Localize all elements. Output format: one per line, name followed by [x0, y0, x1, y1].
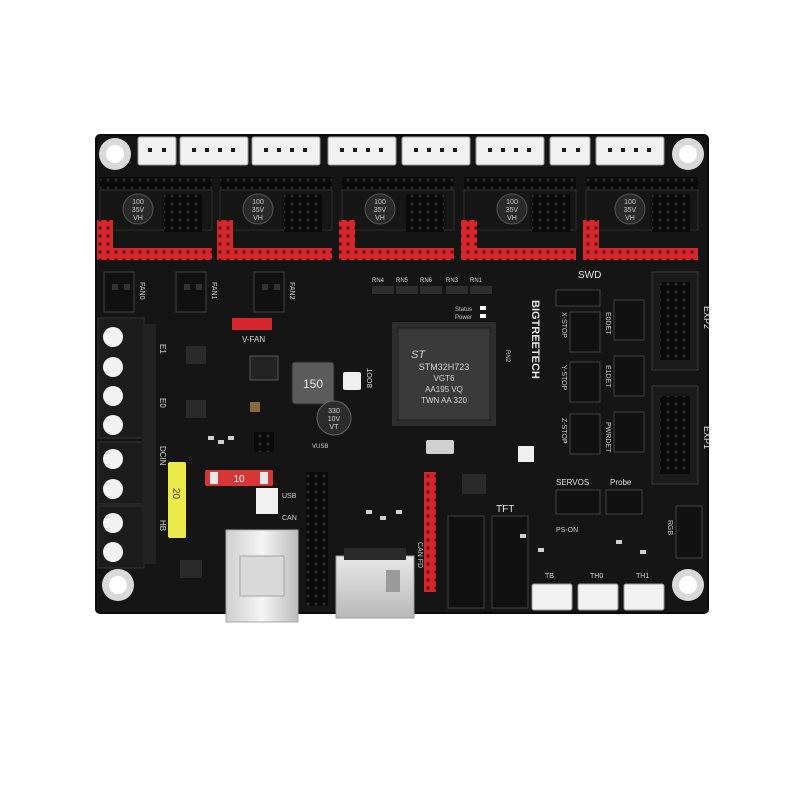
can-label: CAN: [282, 515, 297, 522]
aux-header: [306, 472, 328, 606]
e0-label: E0: [158, 398, 167, 408]
y-stop-label: Y-STOP: [560, 365, 567, 391]
mcu-chip: [392, 322, 496, 426]
fuse-small: [205, 470, 273, 486]
th1-label: TH1: [636, 573, 649, 580]
inductor: [291, 361, 335, 405]
dcin-label: DCIN: [158, 446, 167, 466]
svg-text:35V: 35V: [132, 207, 145, 214]
ps-on-label: PS-ON: [556, 527, 578, 534]
exp-headers: [651, 271, 699, 485]
resistor-networks: [372, 286, 492, 294]
svg-text:VH: VH: [375, 215, 385, 222]
power-label: Power: [455, 315, 472, 321]
driver-socket-5: 100 35V VH: [583, 177, 699, 260]
boot-button: [343, 372, 361, 390]
driver-socket-4: 100 35V VH: [461, 177, 577, 260]
smd-components: [180, 346, 646, 578]
rn6-label: RN6: [420, 278, 433, 284]
rn5-label: RN5: [396, 278, 409, 284]
th0-label: TH0: [590, 573, 603, 580]
tb-label: TB: [545, 573, 554, 580]
rgb-connector: [675, 505, 703, 559]
fuse-main: [168, 462, 186, 538]
rn4-label: RN4: [372, 278, 385, 284]
stepper-driver-sockets: 100 35V VH 100 35V VH 100 35V VH: [97, 177, 699, 260]
status-label: Status: [455, 307, 472, 313]
e1det-label: E1DET: [604, 365, 611, 388]
rj45-jack: [225, 529, 299, 623]
tft-headers: [447, 515, 529, 609]
driver-socket-1: 100 35V VH: [97, 177, 213, 260]
svg-text:35V: 35V: [252, 207, 265, 214]
svg-text:35V: 35V: [506, 207, 519, 214]
sd-card-slot: [335, 548, 415, 619]
brand-label: BIGTREETECH: [529, 300, 541, 379]
st-logo: ST: [411, 349, 426, 361]
cap-label-1: 330: [328, 408, 340, 415]
svg-text:VH: VH: [253, 215, 263, 222]
fuse-small-label: 10: [233, 474, 245, 485]
svg-text:35V: 35V: [374, 207, 387, 214]
fan0-label: FAN0: [138, 282, 145, 300]
probe-label: Probe: [610, 478, 632, 487]
svg-text:VH: VH: [625, 215, 635, 222]
swd-label: SWD: [578, 270, 601, 281]
svg-text:100: 100: [624, 199, 636, 206]
e1-label: E1: [158, 344, 167, 354]
screw-terminals: [97, 317, 156, 569]
rn3-label: RN3: [446, 278, 459, 284]
fan-headers: [103, 271, 285, 313]
svg-text:100: 100: [132, 199, 144, 206]
motor-connectors-top: [137, 136, 665, 166]
exp1-label: EXP1: [702, 426, 712, 449]
x-stop-label: X-STOP: [560, 312, 567, 338]
usb-label: USB: [282, 493, 297, 500]
e0det-label: E0DET: [604, 312, 611, 335]
driver-socket-3: 100 35V VH: [339, 177, 455, 260]
rn2-label: RN2: [504, 350, 510, 363]
driver-socket-2: 100 35V VH: [217, 177, 333, 260]
fan2-label: FAN2: [288, 282, 295, 300]
svg-text:VH: VH: [133, 215, 143, 222]
usb-port: [256, 488, 278, 514]
endstop-headers: [555, 289, 645, 515]
fuse-main-label: 20: [170, 488, 181, 500]
mcu-line-3: AA195 VQ: [425, 385, 463, 394]
can-fd-label: CAN FD: [416, 542, 423, 568]
mounting-holes: [99, 138, 704, 601]
cap-label-2: 10V: [328, 416, 341, 423]
exp2-label: EXP2: [702, 306, 712, 329]
can-fd-header: [424, 472, 436, 592]
tft-label: TFT: [496, 504, 514, 515]
z-stop-label: Z-STOP: [560, 418, 567, 444]
svg-text:100: 100: [374, 199, 386, 206]
rgb-label: RGB: [666, 520, 673, 536]
svg-text:35V: 35V: [624, 207, 637, 214]
fan1-label: FAN1: [210, 282, 217, 300]
svg-text:100: 100: [506, 199, 518, 206]
large-capacitor: [316, 400, 352, 436]
inductor-label: 150: [303, 377, 323, 391]
power-led: [480, 314, 486, 318]
v-fan-jumper: [232, 318, 272, 330]
servos-label: SERVOS: [556, 478, 589, 487]
cap-label-3: VT: [330, 424, 340, 431]
crystal: [426, 440, 454, 454]
vusb-label: VUSB: [312, 444, 328, 450]
v-fan-label: V-FAN: [242, 335, 265, 344]
hb-label: HB: [158, 520, 167, 531]
mcu-line-1: STM32H723: [419, 362, 470, 372]
mcu-line-2: VGT6: [434, 374, 455, 383]
motor-connector-pins: [148, 148, 651, 152]
pwrdet-label: PWRDET: [604, 422, 611, 453]
svg-text:VH: VH: [507, 215, 517, 222]
boot-label: BOOT: [367, 367, 374, 388]
thermistor-connectors: [531, 583, 665, 611]
svg-text:100: 100: [252, 199, 264, 206]
status-led: [480, 306, 486, 310]
rn1-label: RN1: [470, 278, 483, 284]
mcu-line-4: TWN AA 320: [421, 396, 467, 405]
